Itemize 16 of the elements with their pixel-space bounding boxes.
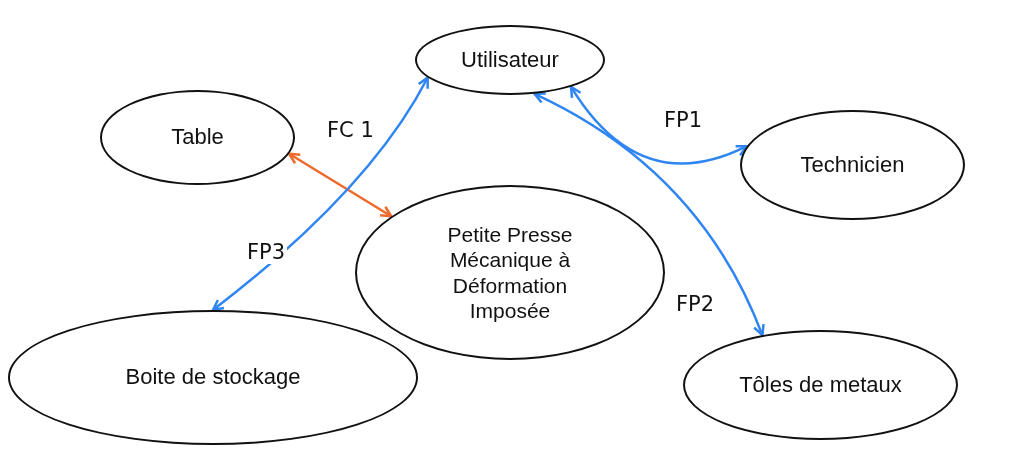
ellipse-node bbox=[683, 330, 958, 440]
ellipse-node bbox=[8, 310, 418, 445]
ellipse-node bbox=[415, 25, 605, 95]
ellipse-node bbox=[740, 110, 965, 220]
node-label: Boite de stockage bbox=[125, 364, 301, 391]
ellipse-node bbox=[100, 90, 295, 185]
arrow bbox=[533, 92, 765, 337]
arrow bbox=[569, 85, 749, 165]
arrow bbox=[211, 76, 429, 312]
node-label: Table bbox=[171, 124, 224, 151]
node-label: Petite Presse Mécanique à Déformation Imposée bbox=[446, 222, 574, 323]
arrow bbox=[287, 152, 393, 218]
node-label: Utilisateur bbox=[461, 46, 559, 74]
node-label: Tôles de metaux bbox=[739, 371, 902, 399]
node-label: Technicien bbox=[800, 151, 905, 179]
ellipse-node bbox=[355, 185, 665, 360]
